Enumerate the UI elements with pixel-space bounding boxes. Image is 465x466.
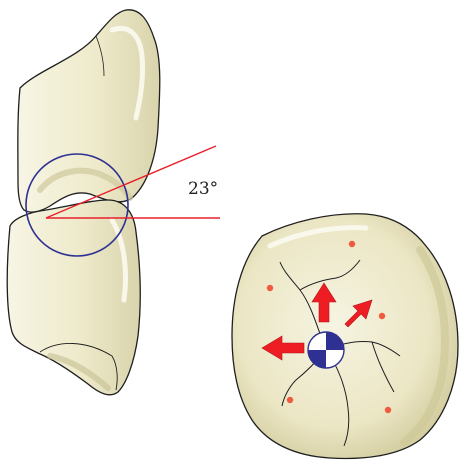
contact-dot [385,407,391,413]
contact-dot [287,397,293,403]
center-of-mass-marker-icon [308,332,344,368]
lower-tooth [7,200,140,395]
occlusal-tooth [232,214,458,459]
contact-dot [379,313,385,319]
contact-dot [349,241,355,247]
contact-dot [267,285,273,291]
upper-tooth [18,10,160,212]
angle-label: 23° [188,179,218,199]
